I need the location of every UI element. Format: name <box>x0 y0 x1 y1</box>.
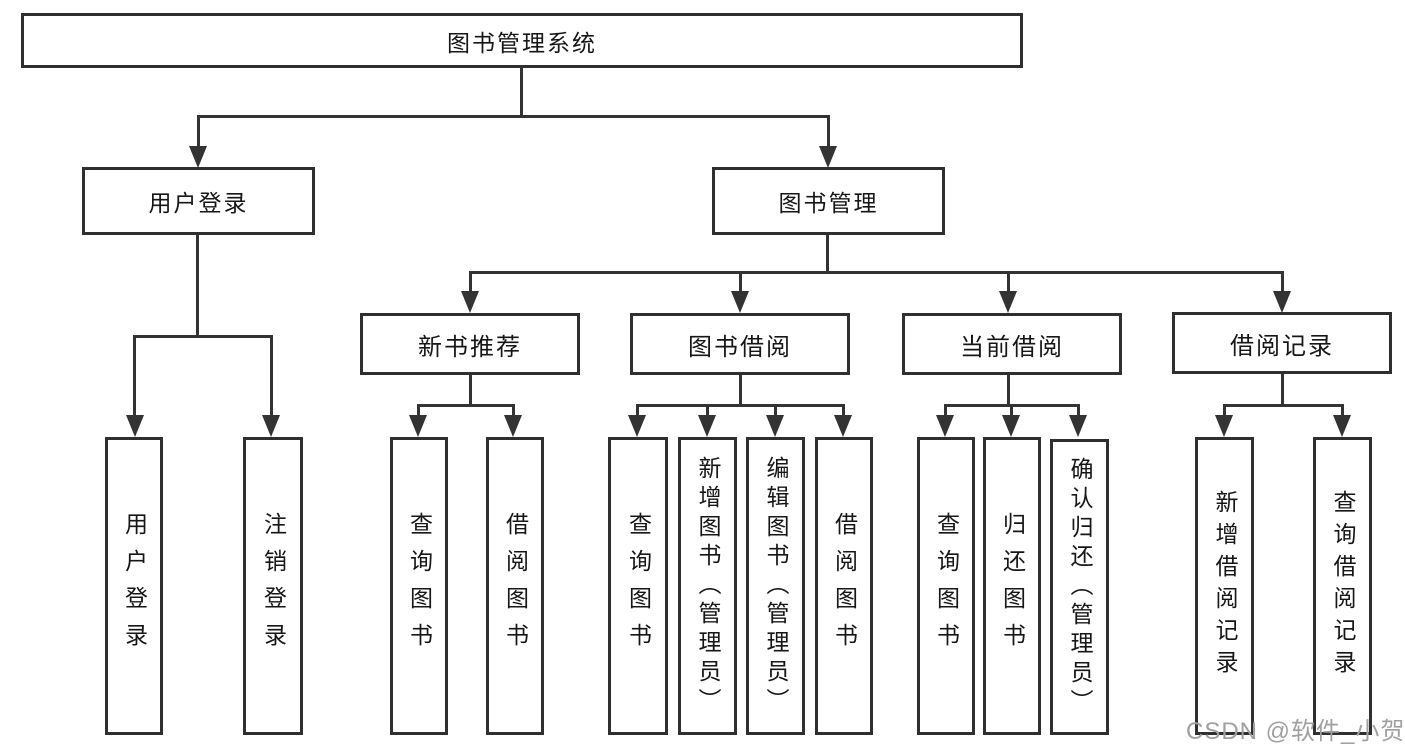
node-user-login: 用户登录 <box>82 167 315 235</box>
connector-stem <box>417 404 420 423</box>
arrow-down-icon <box>819 146 837 168</box>
connector-stem <box>270 335 273 423</box>
connector-stem <box>842 404 845 423</box>
connector-stem <box>706 404 709 423</box>
node-borrow-records-label: 借阅记录 <box>1230 332 1334 360</box>
leaf-query-books-recommend-label: 查询图书 <box>406 512 433 660</box>
leaf-user-login: 用户登录 <box>105 437 163 735</box>
arrow-down-icon <box>1215 415 1233 437</box>
connector-stem <box>827 115 830 153</box>
node-new-book-recommend: 新书推荐 <box>360 313 580 375</box>
connector-rail <box>636 404 844 407</box>
connector-stem <box>1281 271 1284 299</box>
connector-login-drop <box>196 235 199 338</box>
leaf-query-books-recommend: 查询图书 <box>390 437 448 735</box>
leaf-query-borrow-record: 查询借阅记录 <box>1313 437 1372 735</box>
leaf-borrow-books: 借阅图书 <box>815 437 873 735</box>
leaf-query-books-current-label: 查询图书 <box>933 512 960 660</box>
connector-rail <box>1223 404 1343 407</box>
leaf-query-borrow-record-label: 查询借阅记录 <box>1330 490 1356 682</box>
arrow-down-icon <box>999 291 1017 313</box>
leaf-logout: 注销登录 <box>243 437 303 735</box>
arrow-down-icon <box>126 415 144 437</box>
watermark: CSDN @软件_小贺同学 <box>1186 718 1405 745</box>
leaf-return-books: 归还图书 <box>983 437 1041 735</box>
arrow-down-icon <box>731 291 749 313</box>
leaf-edit-books-admin-label: 编辑图书（管理员） <box>763 455 789 717</box>
leaf-logout-label: 注销登录 <box>260 512 287 660</box>
connector-stem <box>944 404 947 423</box>
connector-root-drop <box>520 67 523 117</box>
leaf-query-books-borrow: 查询图书 <box>608 437 668 735</box>
leaf-query-books-borrow-label: 查询图书 <box>625 512 652 660</box>
connector-stem <box>512 404 515 423</box>
connector-drop <box>1281 374 1284 407</box>
connector-stem <box>1007 271 1010 299</box>
connector-stem <box>469 271 472 299</box>
arrow-down-icon <box>504 415 522 437</box>
node-book-management: 图书管理 <box>712 167 945 235</box>
connector-mgmt-rail <box>469 271 1284 274</box>
node-user-login-label: 用户登录 <box>148 190 249 216</box>
connector-drop <box>1007 375 1010 407</box>
connector-mgmt-drop <box>826 235 829 274</box>
connector-drop <box>469 375 472 407</box>
leaf-add-books-admin: 新增图书（管理员） <box>678 437 737 735</box>
arrow-down-icon <box>834 415 852 437</box>
leaf-add-books-admin-label: 新增图书（管理员） <box>695 455 721 717</box>
arrow-down-icon <box>189 146 207 168</box>
connector-login-rail <box>133 335 273 338</box>
leaf-borrow-books-recommend-label: 借阅图书 <box>502 512 529 660</box>
connector-stem <box>1223 404 1226 423</box>
connector-stem <box>636 404 639 423</box>
leaf-return-books-label: 归还图书 <box>999 512 1026 660</box>
connector-root-rail <box>197 115 830 118</box>
arrow-down-icon <box>409 415 427 437</box>
arrow-down-icon <box>628 415 646 437</box>
connector-stem <box>133 335 136 423</box>
arrow-down-icon <box>1069 415 1087 437</box>
leaf-add-borrow-record-label: 新增借阅记录 <box>1212 490 1238 682</box>
connector-stem <box>1077 404 1080 423</box>
arrow-down-icon <box>698 415 716 437</box>
connector-rail <box>417 404 515 407</box>
node-book-borrow: 图书借阅 <box>630 313 850 375</box>
node-root-label: 图书管理系统 <box>447 29 597 56</box>
leaf-query-books-current: 查询图书 <box>917 437 975 735</box>
connector-stem <box>1010 404 1013 423</box>
connector-stem <box>739 271 742 299</box>
node-current-borrow: 当前借阅 <box>902 313 1122 375</box>
connector-stem <box>197 115 200 153</box>
leaf-edit-books-admin: 编辑图书（管理员） <box>746 437 805 735</box>
node-new-book-recommend-label: 新书推荐 <box>418 333 522 361</box>
node-current-borrow-label: 当前借阅 <box>960 333 1064 361</box>
arrow-down-icon <box>766 415 784 437</box>
arrow-down-icon <box>262 415 280 437</box>
leaf-borrow-books-label: 借阅图书 <box>831 512 858 660</box>
arrow-down-icon <box>1273 291 1291 313</box>
arrow-down-icon <box>1333 415 1351 437</box>
leaf-user-login-label: 用户登录 <box>121 512 148 660</box>
leaf-borrow-books-recommend: 借阅图书 <box>486 437 544 735</box>
node-book-borrow-label: 图书借阅 <box>688 333 792 361</box>
leaf-add-borrow-record: 新增借阅记录 <box>1195 437 1254 735</box>
arrow-down-icon <box>461 291 479 313</box>
arrow-down-icon <box>1002 415 1020 437</box>
arrow-down-icon <box>936 415 954 437</box>
node-root: 图书管理系统 <box>21 13 1023 68</box>
connector-stem <box>774 404 777 423</box>
node-borrow-records: 借阅记录 <box>1172 312 1392 374</box>
connector-drop <box>739 375 742 407</box>
connector-stem <box>1341 404 1344 423</box>
leaf-confirm-return-admin-label: 确认归还（管理员） <box>1067 456 1093 718</box>
node-book-management-label: 图书管理 <box>778 190 879 216</box>
leaf-confirm-return-admin: 确认归还（管理员） <box>1050 439 1109 735</box>
